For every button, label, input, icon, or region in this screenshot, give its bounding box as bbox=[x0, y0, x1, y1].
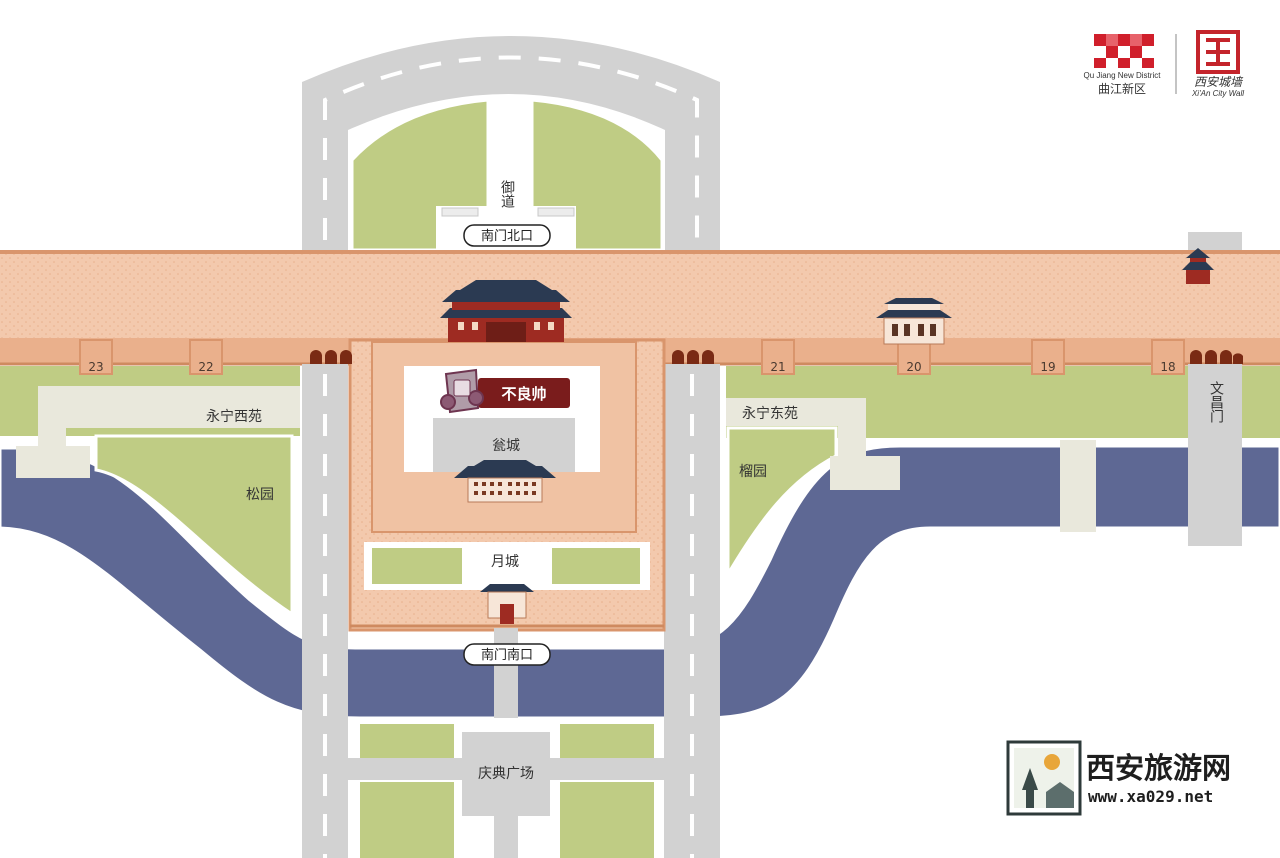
wenchang-road bbox=[1188, 364, 1242, 546]
west-bridge bbox=[16, 446, 90, 478]
xa029-brand: 西安旅游网 www.xa029.net bbox=[1006, 740, 1231, 816]
outer-yard-green-east bbox=[552, 548, 640, 584]
citywall-script: 西安城墙 bbox=[1194, 75, 1244, 89]
railing-east bbox=[537, 207, 575, 217]
city-wall bbox=[0, 250, 1280, 350]
south-exit-pill bbox=[463, 643, 551, 666]
bastion-20: 20 bbox=[906, 360, 921, 374]
brand-url[interactable]: www.xa029.net bbox=[1088, 787, 1213, 806]
qujiang-cn: 曲江新区 bbox=[1098, 81, 1146, 96]
yongning-west-path bbox=[38, 386, 300, 446]
north-exit-pill bbox=[463, 224, 551, 247]
citywall-en: Xi'An City Wall bbox=[1191, 89, 1244, 98]
wenchang-gate-arches bbox=[1190, 350, 1243, 364]
song-garden-label: 松园 bbox=[246, 487, 274, 503]
ceremony-square bbox=[462, 732, 550, 816]
buliangshuai-badge[interactable]: 不良帅 bbox=[440, 368, 570, 414]
imperial-road-label-1: 御道 bbox=[499, 180, 515, 209]
outer-yard-green-west bbox=[372, 548, 462, 584]
north-exit-label: 南门北口 bbox=[481, 228, 533, 244]
railing-west bbox=[441, 207, 479, 217]
south-green-sw bbox=[360, 782, 454, 858]
brand-name: 西安旅游网 bbox=[1086, 751, 1231, 785]
north-ring-road-dashes bbox=[323, 55, 699, 240]
east-gate-arches bbox=[672, 350, 714, 364]
south-road-lower bbox=[494, 816, 518, 858]
yongning-west-label: 永宁西苑 bbox=[206, 408, 262, 425]
liu-garden-label: 榴园 bbox=[739, 464, 767, 480]
wenchang-gate-label: 文昌门 bbox=[1208, 381, 1224, 424]
south-green-se bbox=[560, 782, 654, 858]
song-garden bbox=[94, 434, 294, 617]
ceremony-square-label: 庆典广场 bbox=[478, 766, 534, 782]
wenchang-pavilion-icon bbox=[1182, 248, 1214, 284]
west-gate-arches bbox=[310, 350, 352, 364]
bastion-21: 21 bbox=[770, 360, 785, 374]
scroll-icon bbox=[440, 368, 484, 414]
barbican-label: 瓮城 bbox=[492, 438, 520, 454]
bastion-19: 19 bbox=[1040, 360, 1055, 374]
corner-tower-icon bbox=[876, 298, 952, 345]
qujiang-logo: Qu Jiang New District 曲江新区 bbox=[1084, 34, 1162, 96]
wenchang-bridge bbox=[1060, 440, 1096, 532]
south-green-nw bbox=[360, 724, 454, 758]
bastion-22: 22 bbox=[198, 360, 213, 374]
bastion-18: 18 bbox=[1160, 360, 1175, 374]
north-ring-road bbox=[302, 36, 720, 250]
outer-enclosure-label: 月城 bbox=[491, 554, 519, 570]
moon-gate-tower-icon bbox=[480, 584, 534, 624]
yongning-east-path bbox=[726, 398, 866, 456]
south-exit-label: 南门南口 bbox=[481, 647, 533, 663]
south-green-ne bbox=[560, 724, 654, 758]
south-gate-tower-icon bbox=[440, 280, 572, 342]
bastion-23: 23 bbox=[88, 360, 103, 374]
buliangshuai-label: 不良帅 bbox=[501, 385, 546, 403]
east-bridge bbox=[830, 456, 900, 490]
yongning-east-label: 永宁东苑 bbox=[742, 405, 798, 422]
citywall-logo: 西安城墙 Xi'An City Wall bbox=[1191, 30, 1244, 98]
qujiang-en: Qu Jiang New District bbox=[1084, 71, 1162, 80]
barbican-tower-icon bbox=[454, 460, 556, 503]
wenchang-road-north bbox=[1188, 232, 1242, 252]
